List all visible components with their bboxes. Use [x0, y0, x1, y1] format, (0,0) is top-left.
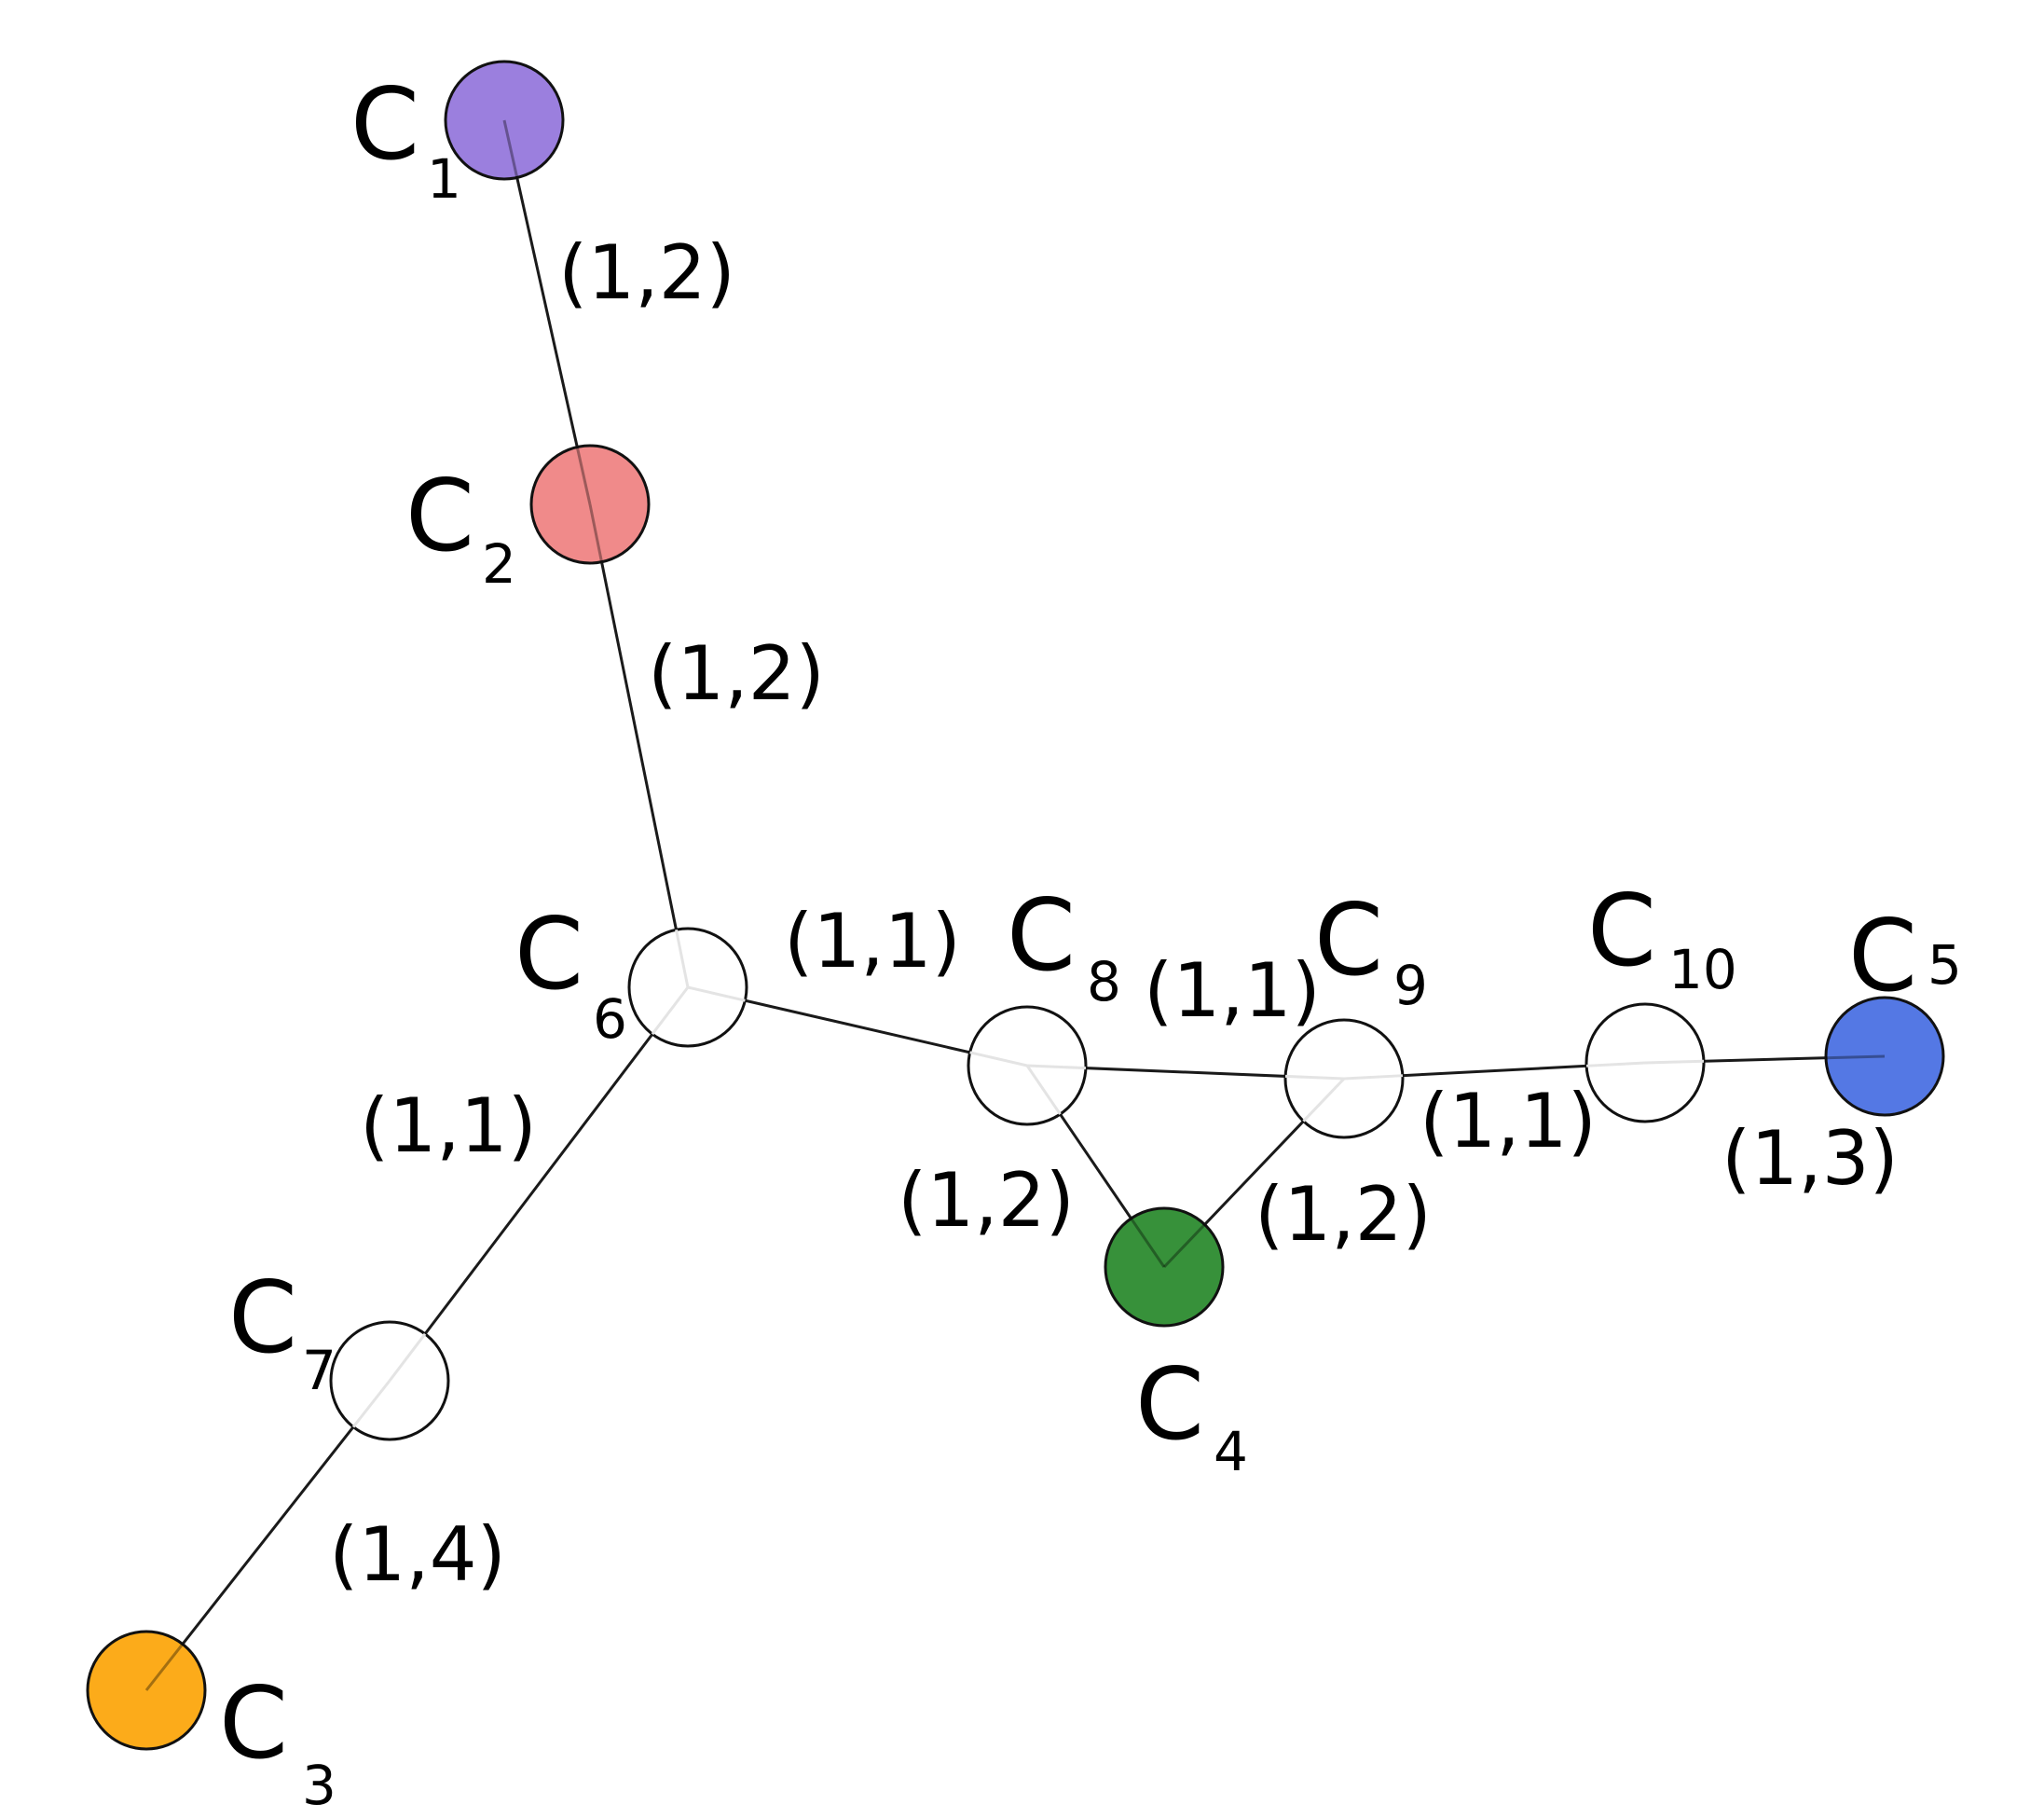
node-c2 [529, 444, 651, 565]
node-label: C [1587, 874, 1656, 988]
node-circle [86, 1630, 207, 1751]
edge-label: (1,1) [1144, 947, 1321, 1034]
edge-line [502, 119, 592, 505]
edge-inner-segment [1130, 1218, 1166, 1268]
node-label-subscript: 5 [1927, 933, 1962, 997]
node-label-subscript: 9 [1393, 954, 1428, 1017]
edge-inner-segment [1825, 1054, 1886, 1060]
edge-inner-segment [502, 119, 519, 178]
edge-line [144, 1380, 391, 1691]
edge-inner-segment [588, 503, 603, 563]
edge-label: (1,2) [1255, 1171, 1432, 1258]
node-label-subscript: 3 [302, 1754, 336, 1817]
node-c5 [1824, 996, 1945, 1117]
node-circle [444, 60, 565, 181]
node-label: C [1135, 1347, 1204, 1462]
edge-inner-segment [1162, 1223, 1206, 1269]
edge-label: (1,1) [1420, 1078, 1597, 1164]
node-label-subscript: 6 [593, 987, 627, 1051]
edge-inner-segment [1586, 1061, 1646, 1067]
edge-inner-segment [651, 986, 690, 1036]
node-c1 [444, 60, 565, 181]
edge-inner-segment [351, 1380, 391, 1428]
node-circle [529, 444, 651, 565]
edge-label: (1,2) [558, 229, 735, 316]
edge-inner-segment [1343, 1074, 1403, 1081]
edge-inner-segment [575, 447, 592, 505]
node-label-subscript: 8 [1087, 950, 1121, 1013]
node-label: C [1314, 883, 1383, 998]
labels-layer: (1,2)(1,2)(1,1)(1,1)(1,4)(1,1)(1,2)(1,2)… [219, 67, 1962, 1817]
edge-inner-segment [675, 929, 690, 988]
edge-inner-segment [1302, 1077, 1346, 1122]
node-c4 [1104, 1206, 1225, 1328]
node-c3 [86, 1630, 207, 1751]
node-label: C [219, 1666, 288, 1781]
node-label-subscript: 2 [482, 532, 516, 596]
edge-inner-segment [687, 985, 746, 1002]
edge-label: (1,1) [784, 898, 961, 985]
node-label: C [514, 897, 583, 1012]
edge-label: (1,1) [360, 1082, 537, 1169]
node-label: C [1007, 878, 1076, 993]
nodes-layer [86, 60, 1945, 1751]
edge-label: (1,3) [1722, 1115, 1899, 1202]
node-label-subscript: 1 [427, 147, 461, 211]
node-circle [1824, 996, 1945, 1117]
node-label: C [350, 67, 419, 182]
edge-line [588, 503, 690, 988]
node-label-subscript: 10 [1668, 938, 1737, 1001]
edge-c2-c6 [588, 503, 690, 988]
node-label-subscript: 7 [302, 1339, 336, 1402]
edge-inner-segment [1025, 1065, 1062, 1115]
edge-inner-segment [969, 1051, 1028, 1067]
node-label-subscript: 4 [1214, 1420, 1248, 1483]
edge-c1-c2 [502, 119, 592, 505]
node-label: C [228, 1260, 297, 1375]
edge-line [388, 986, 690, 1382]
node-circle [1104, 1206, 1225, 1328]
edge-c7-c3 [144, 1380, 391, 1691]
edge-inner-segment [144, 1643, 185, 1691]
edge-label: (1,2) [648, 630, 825, 717]
edge-inner-segment [1284, 1074, 1345, 1081]
edge-c6-c7 [388, 986, 690, 1382]
edge-label: (1,2) [898, 1157, 1075, 1244]
edge-label: (1,4) [329, 1511, 506, 1598]
node-label: C [1848, 899, 1917, 1013]
node-label: C [405, 459, 474, 573]
edge-inner-segment [1026, 1064, 1087, 1070]
edge-inner-segment [1644, 1059, 1705, 1065]
edge-inner-segment [388, 1332, 427, 1382]
